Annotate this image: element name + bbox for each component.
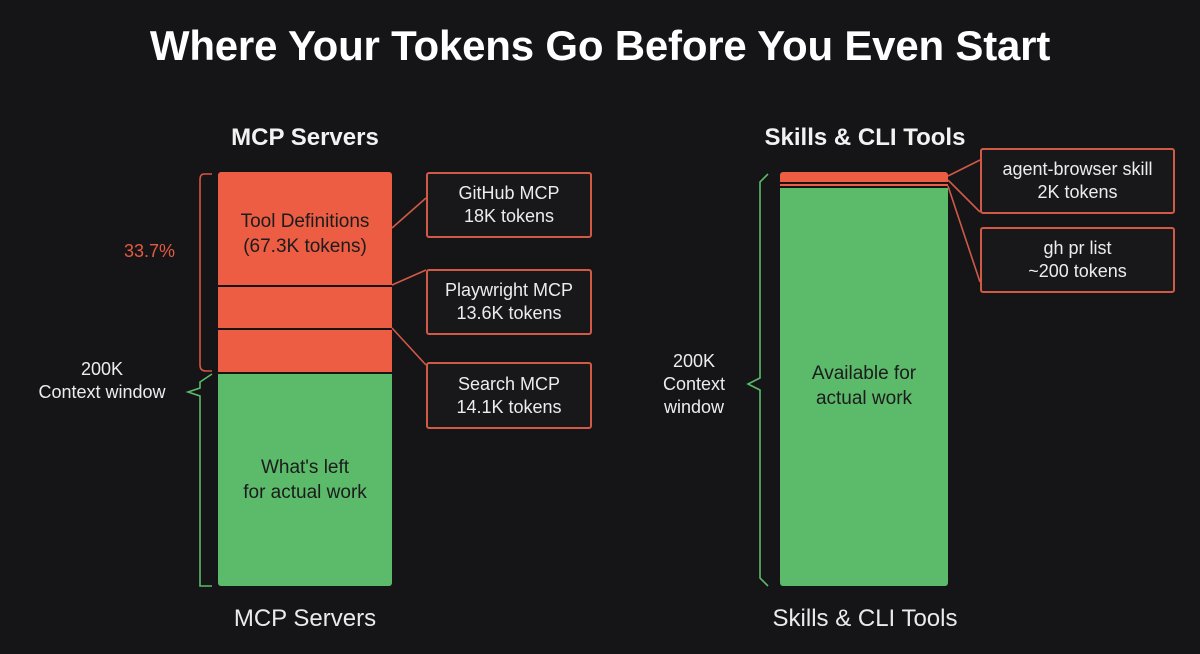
gh-pr-list-segment	[780, 184, 948, 186]
callout-search-mcp: Search MCP 14.1K tokens	[426, 362, 592, 429]
remaining-segment	[218, 374, 392, 586]
github-connector	[391, 197, 427, 229]
callout-agent-browser-skill: agent-browser skill 2K tokens	[980, 148, 1175, 214]
gh-pr-list-connector-1	[947, 179, 981, 213]
callout-tokens: 18K tokens	[463, 206, 555, 226]
playwright-mcp-segment	[218, 287, 392, 328]
callout-tokens: 14.1K tokens	[456, 396, 562, 417]
callout-name: gh pr list	[1043, 238, 1112, 258]
skills-context-bar	[780, 172, 948, 586]
context-size: 200K	[672, 351, 716, 371]
gh-pr-list-connector-2	[947, 185, 981, 283]
skills-cli-header: Skills & CLI Tools	[764, 124, 966, 151]
skills-context-window-label: 200K Context window	[644, 350, 744, 419]
skills-cli-footer: Skills & CLI Tools	[772, 605, 958, 632]
available-segment	[780, 188, 948, 586]
available-label: Available for actual work	[780, 361, 948, 411]
callout-tokens: 13.6K tokens	[456, 303, 562, 323]
callout-playwright-mcp: Playwright MCP 13.6K tokens	[426, 269, 592, 335]
callout-github-mcp: GitHub MCP 18K tokens	[426, 172, 592, 238]
right-context-bracket	[746, 173, 769, 587]
tool-definitions-tokens: (67.3K tokens)	[243, 236, 367, 257]
mcp-context-window-label: 200K Context window	[22, 358, 182, 404]
mcp-servers-footer: MCP Servers	[233, 605, 377, 632]
context-window-text: Context window	[38, 382, 166, 402]
available-line1: Available for	[811, 363, 917, 384]
context-window-bracket	[185, 373, 213, 587]
context-text: Context	[662, 374, 726, 394]
used-tokens-bracket	[199, 173, 212, 372]
callout-gh-pr-list: gh pr list ~200 tokens	[980, 227, 1175, 293]
mcp-used-percent: 33.7%	[124, 241, 176, 261]
callout-name: agent-browser skill	[1002, 159, 1153, 179]
available-line2: actual work	[815, 388, 913, 409]
github-mcp-segment	[218, 172, 392, 285]
callout-name: GitHub MCP	[458, 183, 560, 203]
tool-definitions-label: Tool Definitions (67.3K tokens)	[218, 209, 392, 259]
whats-left-label: What's left for actual work	[218, 455, 392, 505]
callout-name: Playwright MCP	[444, 280, 574, 300]
playwright-connector	[391, 269, 427, 286]
tool-definitions-title: Tool Definitions	[240, 211, 370, 232]
search-mcp-segment	[218, 330, 392, 372]
agent-browser-connector	[947, 159, 981, 177]
whats-left-line2: for actual work	[243, 482, 367, 503]
callout-tokens: ~200 tokens	[1028, 261, 1127, 281]
mcp-context-bar	[218, 172, 392, 586]
callout-tokens: 2K tokens	[1037, 182, 1118, 202]
search-connector	[391, 327, 427, 366]
agent-browser-segment	[780, 172, 948, 182]
callout-name: Search MCP	[457, 373, 561, 394]
window-text: window	[663, 397, 725, 417]
whats-left-line1: What's left	[260, 457, 350, 478]
page-title: Where Your Tokens Go Before You Even Sta…	[149, 22, 1051, 69]
context-size: 200K	[80, 359, 124, 379]
mcp-servers-header: MCP Servers	[231, 124, 379, 151]
